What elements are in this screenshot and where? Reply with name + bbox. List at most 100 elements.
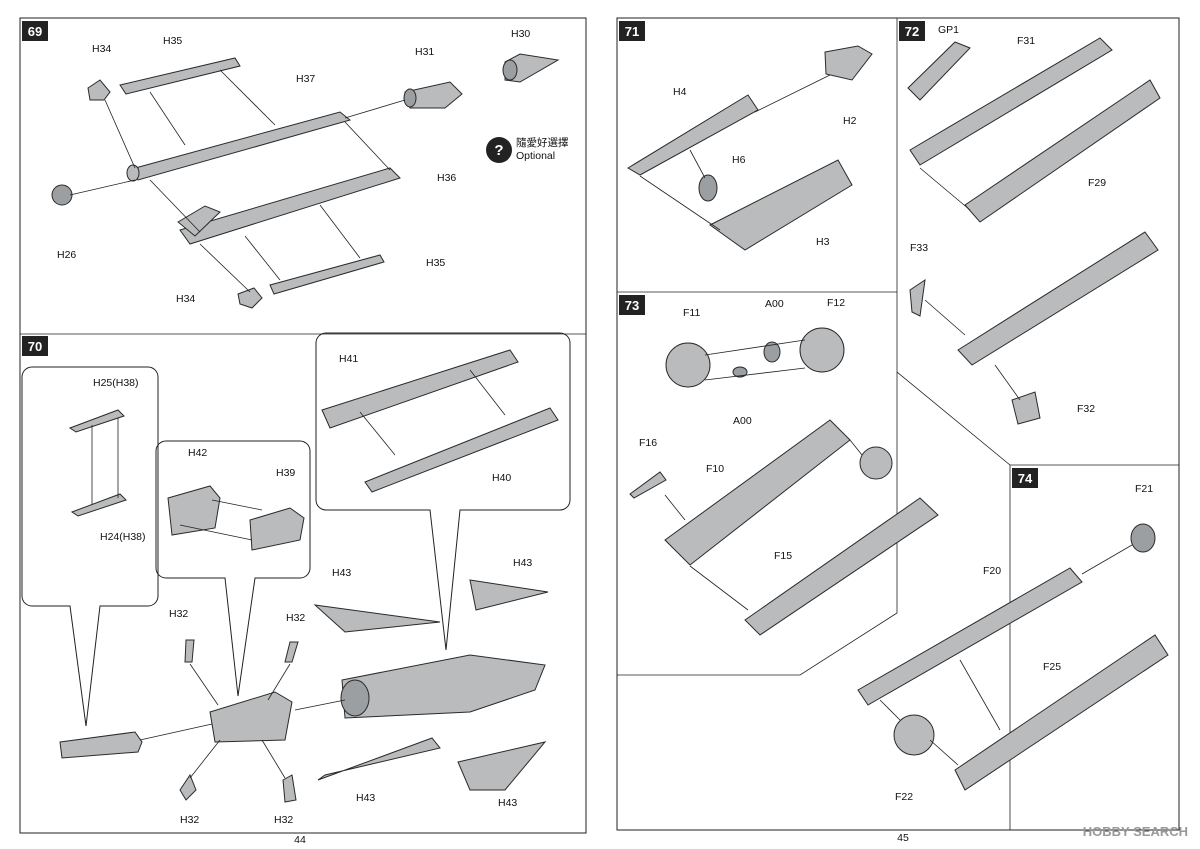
part-h36 (179, 167, 401, 245)
step-number-70: 70 (28, 339, 42, 354)
part-a00-a (763, 341, 781, 363)
label-f32: F32 (1077, 403, 1095, 415)
part-h40 (364, 407, 559, 493)
part-f21 (1130, 523, 1156, 553)
label-h35-bottom: H35 (426, 257, 445, 269)
label-h43-c: H43 (356, 792, 375, 804)
label-h24: H24(H38) (100, 531, 146, 543)
step-number-73: 73 (625, 298, 639, 313)
part-h34-bottom (237, 287, 263, 309)
part-h41 (321, 349, 519, 429)
part-h43-c (317, 737, 441, 781)
step-71-diagram (627, 45, 873, 251)
optional-label-cn: 隨愛好選擇 (516, 136, 569, 149)
label-h32-b: H32 (286, 612, 305, 624)
label-h4: H4 (673, 86, 687, 98)
optional-icon (486, 137, 512, 163)
label-h36: H36 (437, 172, 456, 184)
label-a00-a: A00 (765, 298, 784, 310)
part-h39 (249, 507, 305, 551)
label-f22: F22 (895, 791, 913, 803)
step-70-diagram (21, 332, 571, 803)
right-page-frame (616, 17, 1180, 831)
part-h35-top (119, 57, 241, 95)
part-f32 (1011, 391, 1041, 425)
label-f20: F20 (983, 565, 1001, 577)
step-badge-71 (619, 21, 645, 41)
part-exhaust (59, 731, 143, 759)
part-h32-a (184, 639, 195, 663)
step-74-diagram (857, 523, 1169, 791)
part-h37 (127, 111, 352, 181)
part-h43-a (313, 604, 441, 633)
label-h26: H26 (57, 249, 76, 261)
part-f20 (857, 567, 1083, 706)
label-h35-top: H35 (163, 35, 182, 47)
part-f22 (893, 714, 935, 756)
label-h32-d: H32 (274, 814, 293, 826)
label-f16: F16 (639, 437, 657, 449)
label-h39: H39 (276, 467, 295, 479)
part-f29 (964, 79, 1161, 223)
label-h31: H31 (415, 46, 434, 58)
part-f33 (909, 278, 926, 317)
callout-h24-h25 (21, 366, 159, 727)
part-h25 (68, 409, 125, 433)
left-page-frame (19, 17, 587, 834)
part-gp1 (907, 41, 971, 101)
part-f25 (954, 634, 1169, 791)
part-h32-b (284, 641, 299, 663)
label-f15: F15 (774, 550, 792, 562)
part-h43-d (457, 741, 547, 791)
callout-h39-h42 (155, 440, 311, 697)
label-f31: F31 (1017, 35, 1035, 47)
label-h43-b: H43 (513, 557, 532, 569)
part-h3 (709, 159, 853, 251)
step-badge-70 (22, 336, 48, 356)
label-h34-bottom: H34 (176, 293, 195, 305)
label-h43-d: H43 (498, 797, 517, 809)
watermark: HOBBY SEARCH (1083, 824, 1188, 839)
label-h32-c: H32 (180, 814, 199, 826)
step-number-71: 71 (625, 24, 639, 39)
label-h34-top: H34 (92, 43, 111, 55)
step-number-74: 74 (1018, 471, 1033, 486)
part-fuselage (341, 654, 546, 719)
label-a00-b: A00 (733, 415, 752, 427)
label-f25: F25 (1043, 661, 1061, 673)
label-f12: F12 (827, 297, 845, 309)
svg-text:?: ? (494, 142, 503, 159)
part-h26 (51, 184, 73, 206)
part-h32-d (282, 774, 297, 803)
part-nozzle (209, 691, 293, 743)
step-badge-72 (899, 21, 925, 41)
right-page-dividers (617, 18, 1179, 676)
label-f33: F33 (910, 242, 928, 254)
part-f29-assembled (957, 231, 1159, 366)
step-badge-73 (619, 295, 645, 315)
part-f31 (909, 37, 1113, 166)
label-f11: F11 (683, 307, 700, 319)
label-f29: F29 (1088, 177, 1106, 189)
part-h43-b (469, 579, 549, 611)
part-nose-assembled (859, 446, 893, 480)
part-h35-bottom (269, 254, 385, 295)
part-h24 (70, 493, 127, 517)
part-h42 (167, 485, 221, 536)
label-h3: H3 (816, 236, 830, 248)
step-72-diagram (907, 37, 1161, 425)
label-h41: H41 (339, 353, 358, 365)
step-69-diagram: ? (51, 53, 560, 309)
step-number-69: 69 (28, 24, 42, 39)
label-f21: F21 (1135, 483, 1153, 495)
part-f10 (664, 419, 851, 566)
part-f11 (665, 342, 711, 388)
part-h34-top (87, 79, 111, 101)
label-h6: H6 (732, 154, 746, 166)
label-gp1: GP1 (938, 24, 959, 36)
label-h37: H37 (296, 73, 315, 85)
page-number-right: 45 (897, 832, 909, 844)
step-badge-69 (22, 21, 48, 41)
optional-label-en: Optional (516, 150, 555, 162)
